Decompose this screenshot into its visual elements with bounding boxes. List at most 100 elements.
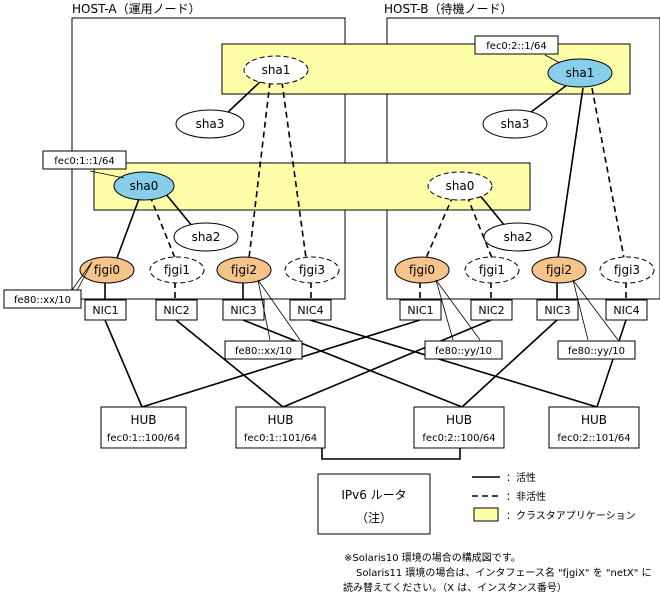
a-nic1-box: [84, 299, 127, 321]
hub-2-title: HUB: [267, 413, 293, 427]
cable-b-nic2-hub2: [282, 319, 492, 408]
b-nic2-box: [470, 299, 513, 321]
link-b-sha0-fjgi1: [466, 195, 493, 259]
b-sha0-node: [427, 171, 493, 201]
b-sha2-node: [483, 222, 553, 252]
hub-2: [235, 406, 326, 449]
callout-b-sha1-pointer: [544, 54, 561, 64]
b-sha2-label: sha2: [504, 230, 533, 244]
b-nic1-box: [399, 299, 442, 321]
a-fjgi1-label: fjgi1: [164, 263, 190, 277]
hub-2-addr: fec0:1::101/64: [244, 433, 317, 444]
hub-4: [548, 406, 640, 449]
b-fjgi1-node: [464, 256, 520, 284]
callout-b-sha1: [474, 35, 559, 55]
host-a-title: HOST-A（運用ノード）: [72, 2, 201, 16]
legend-app-swatch: [473, 507, 499, 522]
b-fjgi1-label: fjgi1: [479, 263, 505, 277]
router-label: IPv6 ルータ: [341, 488, 406, 502]
a-fjgi3-node: [284, 256, 340, 284]
b-nic1-label: NIC1: [407, 304, 433, 317]
callout-b-fjgi2-pointer: [572, 279, 619, 341]
link-b-sha1-fjgi2: [557, 87, 584, 259]
callout-a-fjgi0-pointer: [71, 261, 93, 301]
a-nic4-box: [289, 299, 332, 321]
footnote-line-1: ※Solaris10 環境の場合の構成図です。: [344, 551, 521, 564]
a-fjgi2-node: [216, 256, 272, 284]
cable-a-nic4-hub4: [309, 319, 598, 408]
b-sha3-label: sha3: [501, 117, 530, 131]
a-nic3-label: NIC3: [230, 304, 256, 317]
a-sha3-label: sha3: [196, 117, 225, 131]
a-fjgi2-label: fjgi2: [231, 263, 257, 277]
a-sha0-label: sha0: [130, 179, 159, 193]
a-sha2-label: sha2: [192, 230, 221, 244]
link-a-sha0-fjgi0: [116, 195, 141, 259]
ipv6-router: [317, 473, 431, 535]
addr-a-fjgi0: fe80::xx/10: [14, 295, 71, 306]
a-fjgi1-node: [149, 256, 205, 284]
hub-router-bus: [321, 448, 461, 460]
footnote-line-3: 読み替えてください。（X は、インスタンス番号）: [343, 581, 567, 594]
hub-3-addr: fec0:2::100/64: [422, 433, 495, 444]
link-a-sha0-fjgi1: [149, 195, 176, 259]
a-nic1-label: NIC1: [92, 304, 118, 317]
router-note-mark: （注）: [356, 510, 392, 525]
b-fjgi0-label: fjgi0: [409, 263, 435, 277]
hub-3: [413, 406, 505, 449]
a-fjgi0-label: fjgi0: [94, 263, 120, 277]
a-fjgi0-node: [79, 256, 135, 284]
a-nic4-label: NIC4: [297, 304, 323, 317]
a-sha1-node: [243, 55, 309, 85]
b-nic4-label: NIC4: [613, 304, 639, 317]
hub-1-addr: fec0:1::100/64: [107, 433, 180, 444]
hub-4-addr: fec0:2::101/64: [557, 433, 630, 444]
cable-a-nic3-hub3: [242, 319, 463, 408]
b-nic2-label: NIC2: [478, 304, 504, 317]
cable-b-nic1-hub1: [141, 319, 421, 408]
link-b-sha0-sha2: [477, 192, 506, 227]
cable-a-nic1-hub1: [104, 319, 143, 408]
a-sha1-label: sha1: [262, 63, 291, 77]
link-a-sha1-sha3: [225, 79, 263, 115]
hub-1-title: HUB: [130, 413, 156, 427]
link-b-sha0-fjgi0: [425, 195, 454, 259]
addr-a-fjgi2: fe80::xx/10: [235, 346, 292, 357]
a-nic2-box: [155, 299, 198, 321]
b-fjgi3-node: [599, 256, 655, 284]
cable-a-nic2-hub2: [175, 319, 284, 408]
callout-a-fjgi0: [3, 289, 82, 309]
a-sha2-node: [173, 222, 239, 252]
addr-b-sha1: fec0:2::1/64: [486, 41, 546, 52]
footnote-line-2: Solaris11 環境の場合は、インタフェース名 "fjgiX" を "net…: [356, 566, 652, 579]
b-sha1-node: [547, 58, 613, 88]
callout-a-fjgi2: [224, 340, 303, 360]
a-nic2-label: NIC2: [163, 304, 189, 317]
a-fjgi3-label: fjgi3: [299, 263, 325, 277]
b-sha3-node: [482, 109, 548, 139]
cable-b-nic4-hub4: [596, 319, 627, 408]
callout-b-fjgi0-pointer: [435, 279, 481, 341]
callout-a-sha0-pointer: [89, 170, 125, 179]
a-sha0-node: [113, 171, 175, 201]
b-nic4-box: [605, 299, 648, 321]
b-fjgi2-label: fjgi2: [546, 263, 572, 277]
b-nic3-box: [536, 299, 579, 321]
b-fjgi0-node: [394, 256, 450, 284]
legend-app-label: ：クラスタアプリケーション: [506, 510, 636, 522]
b-sha0-label: sha0: [446, 179, 475, 193]
hub-1: [100, 406, 187, 449]
b-nic3-label: NIC3: [544, 304, 570, 317]
addr-a-sha0: fec0:1::1/64: [54, 156, 114, 167]
addr-b-fjgi2: fe80::yy/10: [568, 346, 625, 357]
addr-b-fjgi0: fe80::yy/10: [435, 346, 492, 357]
cable-b-nic3-hub3: [461, 319, 558, 408]
hub-4-title: HUB: [581, 413, 607, 427]
link-b-sha1-fjgi3: [591, 87, 625, 259]
callout-a-sha0: [42, 150, 127, 170]
hub-3-title: HUB: [446, 413, 472, 427]
link-a-sha0-sha2: [164, 192, 194, 228]
callout-b-fjgi0: [424, 340, 503, 360]
b-sha1-label: sha1: [566, 66, 595, 80]
